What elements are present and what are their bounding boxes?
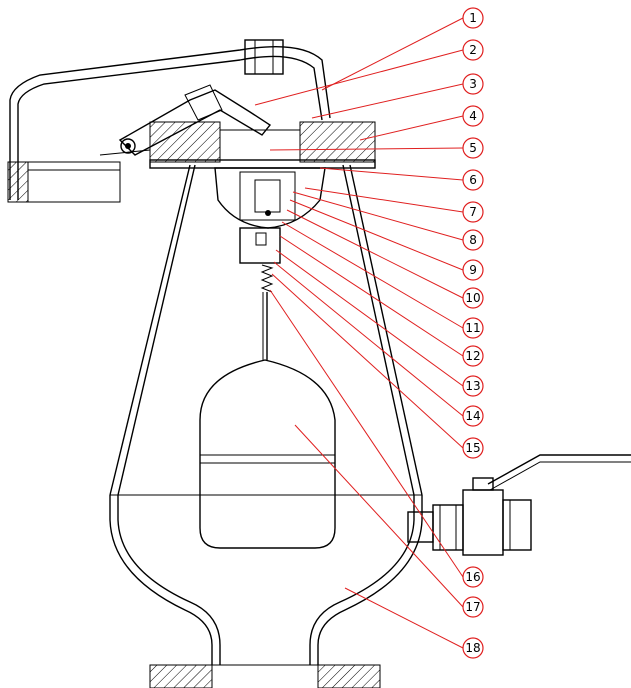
callout-number: 1 [469, 11, 477, 25]
callout-18: 18 [462, 637, 484, 659]
callout-4: 4 [462, 105, 484, 127]
callout-15: 15 [462, 437, 484, 459]
callout-number: 6 [469, 173, 477, 187]
callout-number: 7 [469, 205, 477, 219]
callout-5: 5 [462, 137, 484, 159]
callout-9: 9 [462, 259, 484, 281]
callout-number: 11 [465, 321, 480, 335]
callout-number: 18 [465, 641, 480, 655]
callout-17: 17 [462, 596, 484, 618]
callout-number: 16 [465, 570, 480, 584]
callout-1: 1 [462, 7, 484, 29]
side-ball-valve [407, 454, 631, 556]
leader-lines [254, 17, 464, 649]
flange-plate [149, 121, 376, 169]
top-cover [7, 46, 331, 203]
callout-number: 14 [465, 409, 480, 423]
callout-number: 3 [469, 77, 477, 91]
spring-rod [260, 264, 274, 360]
valve-head [214, 167, 326, 264]
callout-number: 15 [465, 441, 480, 455]
callout-16: 16 [462, 566, 484, 588]
float [199, 359, 336, 549]
callout-number: 17 [465, 600, 480, 614]
callout-number: 4 [469, 109, 477, 123]
callout-13: 13 [462, 375, 484, 397]
callout-2: 2 [462, 39, 484, 61]
top-plug [244, 39, 284, 75]
valve-body [109, 164, 423, 665]
callout-number: 8 [469, 233, 477, 247]
callout-8: 8 [462, 229, 484, 251]
callout-number: 10 [465, 291, 480, 305]
callout-12: 12 [462, 345, 484, 367]
callout-6: 6 [462, 169, 484, 191]
bottom-flange [149, 664, 381, 688]
callout-11: 11 [462, 317, 484, 339]
callout-7: 7 [462, 201, 484, 223]
callout-number: 9 [469, 263, 477, 277]
callout-number: 5 [469, 141, 477, 155]
callout-14: 14 [462, 405, 484, 427]
callout-number: 13 [465, 379, 480, 393]
callout-10: 10 [462, 287, 484, 309]
callout-number: 12 [465, 349, 480, 363]
callout-number: 2 [469, 43, 477, 57]
callout-3: 3 [462, 73, 484, 95]
